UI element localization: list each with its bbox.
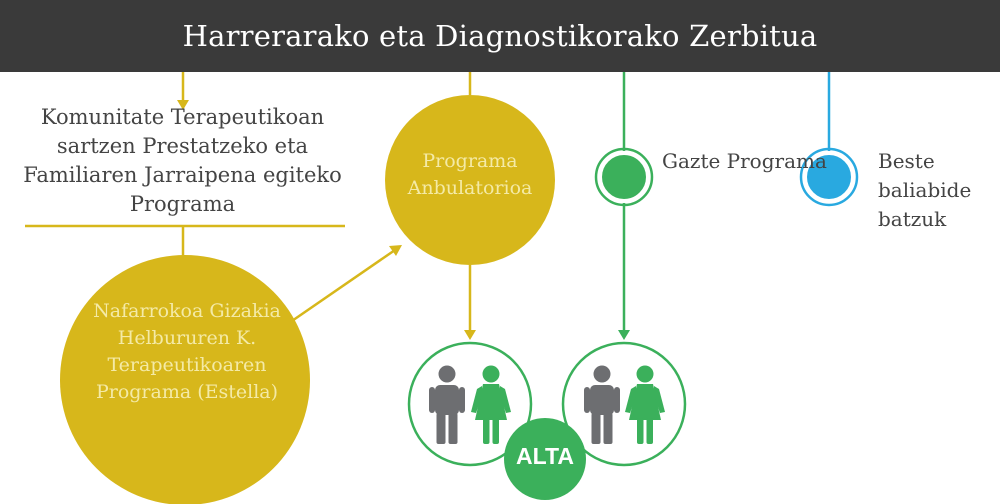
ambulatory-program-label: Programa Anbulatorioa — [407, 150, 533, 199]
youth-program-node — [598, 151, 650, 203]
youth-program-label: Gazte Programa — [662, 147, 827, 176]
connector-lines — [25, 72, 831, 340]
service-title-banner: Harrerarako eta Diagnostikorako Zerbitua — [0, 0, 1000, 72]
ambulatory-program-node — [385, 95, 555, 265]
alta-badge — [504, 418, 586, 500]
other-resources-label: Beste baliabide batzuk — [878, 147, 1000, 234]
alta-label: ALTA — [516, 443, 574, 469]
navarra-program-node — [60, 255, 310, 504]
other-resources-node — [803, 151, 855, 203]
intro-program-label: Komunitate Terapeutikoan sartzen Prestat… — [23, 105, 342, 216]
navarra-program-label: Nafarrokoa Gizakia Helbururen K. Terapeu… — [93, 300, 281, 403]
arrow-navarra-to-ambulatory — [288, 248, 396, 325]
other-resources-text: Beste baliabide batzuk — [878, 149, 972, 231]
youth-program-text: Gazte Programa — [662, 149, 827, 173]
service-title: Harrerarako eta Diagnostikorako Zerbitua — [182, 19, 818, 53]
